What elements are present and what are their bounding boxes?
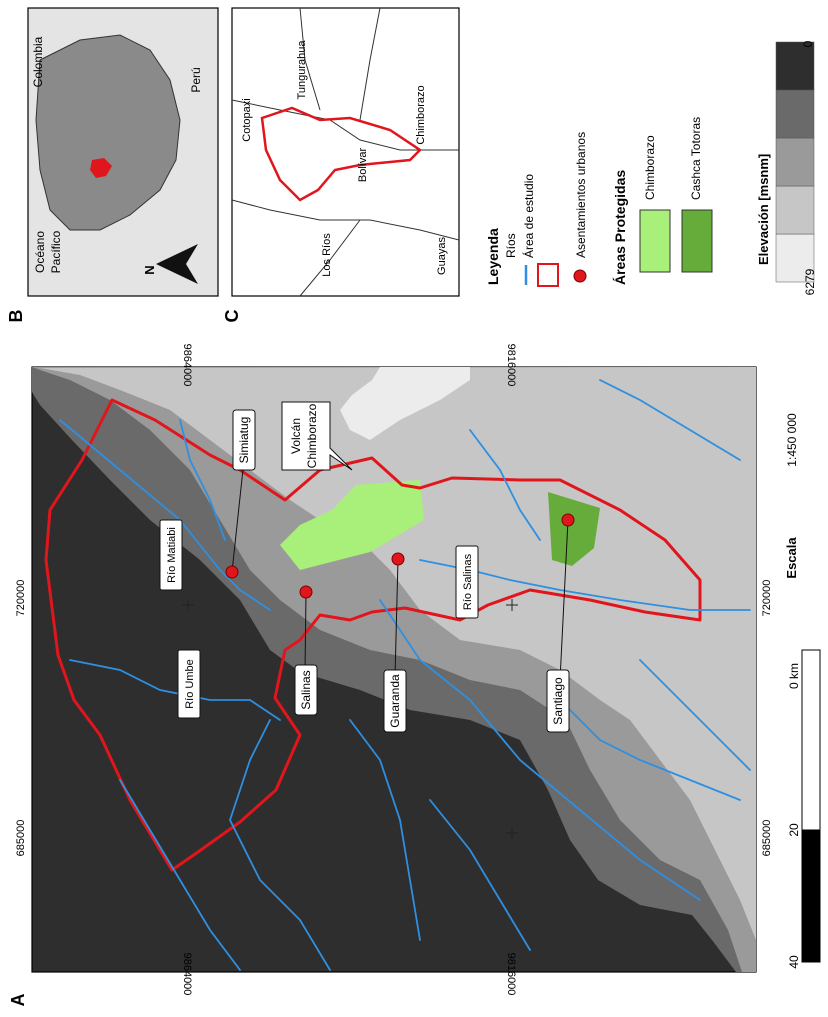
river-path xyxy=(349,719,421,941)
legend-item-area: Área de estudio xyxy=(521,174,536,258)
volcano-callout: Volcán Chimborazo xyxy=(281,401,353,471)
province-boundaries xyxy=(231,7,460,297)
label-ocean-2: Pacífico xyxy=(49,230,63,273)
province-label-guayas: Guayas xyxy=(436,237,448,275)
coord-label-lat-north-top: 9864000 xyxy=(181,344,193,387)
river-path xyxy=(379,599,701,901)
scale-segment-white xyxy=(801,649,821,831)
river-label-salinas: Río Salinas xyxy=(462,553,474,610)
province-label-tungurahua: Tungurahua xyxy=(296,40,308,100)
scale-tick-20: 20 xyxy=(787,823,801,837)
river-path xyxy=(59,419,271,611)
settlement-label-guaranda: Guaranda xyxy=(388,674,402,728)
coord-label-lat-south-top: 9816000 xyxy=(505,344,517,387)
study-area-mini xyxy=(90,158,112,178)
elevation-class-3 xyxy=(775,137,815,187)
province-label-cotopaxi: Cotopaxi xyxy=(241,98,253,141)
legend-elevation-min: 0 xyxy=(801,40,815,47)
protected-area-chimborazo-patch xyxy=(280,480,424,570)
river-path xyxy=(119,779,241,971)
river-path xyxy=(229,719,331,971)
protected-area-cashca-patch xyxy=(548,492,600,566)
scale-segment-black xyxy=(801,829,821,963)
legend-pa-cashca-swatch xyxy=(681,209,713,273)
inset-country: Colombia Perú Océano Pacífico N xyxy=(27,7,219,297)
river-label-matiabi: Río Matiabi xyxy=(166,527,178,583)
river-label-umbe: Río Umbe xyxy=(184,659,196,709)
river-path xyxy=(179,419,226,541)
river-path xyxy=(469,429,541,541)
settlement-marker-guaranda[interactable] xyxy=(391,552,405,566)
settlement-label-simiatug: Simiatug xyxy=(237,417,251,464)
volcano-label-line1: Volcán xyxy=(289,418,303,454)
settlement-marker-simiatug[interactable] xyxy=(225,565,239,579)
elevation-band-5 xyxy=(340,367,470,440)
legend-item-rios: Ríos xyxy=(504,233,518,258)
scale-tick-0: 0 km xyxy=(787,663,801,689)
north-arrow-icon xyxy=(156,244,198,284)
legend-study-area-swatch xyxy=(537,263,559,287)
settlements: Simiatug Salinas Guaranda Santiago xyxy=(225,409,575,733)
river-labels: Río Matiabi Río Umbe Río Salinas xyxy=(159,519,479,719)
panel-label-b: B xyxy=(6,310,26,323)
river-path xyxy=(559,699,741,801)
elevation-class-2 xyxy=(775,89,815,139)
coord-label-lat-south-bottom: 9816000 xyxy=(505,953,517,996)
legend-pa-chimborazo: Chimborazo xyxy=(643,135,657,200)
volcano-label-line2: Chimborazo xyxy=(305,403,319,468)
river-path xyxy=(429,799,531,951)
elevation-class-5 xyxy=(775,233,815,283)
legend-pa-chimborazo-swatch xyxy=(639,209,671,273)
province-label-bolivar: Bolívar xyxy=(357,148,369,183)
label-ocean-1: Océano xyxy=(33,231,47,273)
grid-crosses xyxy=(182,599,518,839)
panel-label-c: C xyxy=(222,310,242,323)
coord-label-lon-right: 720000 xyxy=(15,580,27,617)
elevation-ramp xyxy=(775,41,815,283)
coord-label-lon-left-bottom: 685000 xyxy=(761,820,773,857)
coord-label-lon-right-bottom: 720000 xyxy=(761,580,773,617)
study-area-outline xyxy=(44,398,702,872)
panel-label-a: A xyxy=(8,994,28,1007)
province-label-chimborazo: Chimborazo xyxy=(415,85,427,144)
label-colombia: Colombia xyxy=(31,36,45,87)
label-peru: Perú xyxy=(189,67,203,92)
inset-provinces: Cotopaxi Tungurahua Chimborazo Bolívar L… xyxy=(231,7,460,297)
main-map: Simiatug Salinas Guaranda Santiago Volcá… xyxy=(15,344,773,996)
north-label: N xyxy=(142,265,157,274)
coord-label-lat-north-bottom: 9864000 xyxy=(181,953,193,996)
legend-pa-cashca: Cashca Totoras xyxy=(689,117,703,200)
coord-label-lon-left: 685000 xyxy=(15,820,27,857)
inset-c-frame xyxy=(231,7,460,297)
scale-title: Escala xyxy=(784,537,799,579)
river-path xyxy=(599,379,741,461)
elevation-class-4 xyxy=(775,185,815,235)
legend-elevation-max: 6279 xyxy=(803,268,817,295)
province-label-los-rios: Los Ríos xyxy=(321,233,333,277)
river-path xyxy=(639,659,751,771)
legend-title: Leyenda xyxy=(485,228,501,285)
scale-ratio: 1:450 000 xyxy=(785,413,799,467)
study-area-inset xyxy=(260,106,422,202)
legend-pa-title: Áreas Protegidas xyxy=(612,170,628,285)
north-arrow: N xyxy=(142,244,198,284)
settlement-marker-salinas[interactable] xyxy=(299,585,313,599)
ecuador-shape xyxy=(35,34,181,231)
elevation-class-1 xyxy=(775,41,815,91)
scale-tick-40: 40 xyxy=(787,955,801,969)
settlement-marker-santiago[interactable] xyxy=(561,513,575,527)
settlement-label-salinas: Salinas xyxy=(299,670,313,709)
scale-bar: Escala 1:450 000 0 km 20 40 xyxy=(784,413,821,969)
settlement-label-santiago: Santiago xyxy=(551,677,565,725)
legend-item-asentamientos: Asentamientos urbanos xyxy=(574,132,588,258)
legend: Leyenda Ríos Área de estudio Asentamient… xyxy=(485,40,817,295)
legend-settlement-swatch xyxy=(573,269,587,283)
legend-elevation-title: Elevación [msnm] xyxy=(756,154,771,265)
